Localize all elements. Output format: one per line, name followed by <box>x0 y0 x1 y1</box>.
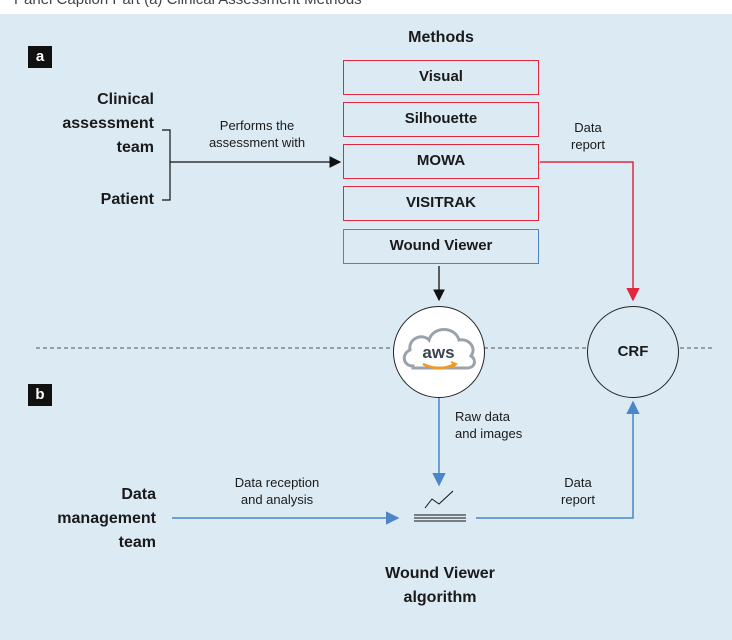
panel-a-badge: a <box>28 46 52 68</box>
data-management-team-label: Data management team <box>57 486 156 551</box>
clinical-team-label: Clinical assessment team <box>62 91 154 156</box>
aws-label: aws <box>422 343 455 362</box>
top-caption-strip: Panel Caption Part (a) Clinical Assessme… <box>0 0 732 14</box>
data-report-label-top: Data report <box>571 120 605 152</box>
performs-label: Performs the assessment with <box>208 118 306 150</box>
method-visitrak: VISITRAK <box>343 186 539 221</box>
aws-cloud-icon <box>402 327 476 369</box>
data-reception-label: Data reception and analysis <box>234 475 320 507</box>
method-wound-viewer: Wound Viewer <box>343 229 539 264</box>
wound-viewer-algorithm-label: Wound Viewer algorithm <box>385 565 495 606</box>
method-mowa: MOWA <box>343 144 539 179</box>
panel-b-badge: b <box>28 384 52 406</box>
team-bracket <box>162 129 171 201</box>
raw-data-label: Raw data and images <box>455 409 523 441</box>
data-report-arrow-top <box>540 161 640 302</box>
algorithm-icon <box>414 490 466 522</box>
aws-cloud-node: aws <box>393 306 485 398</box>
data-report-arrow-bottom <box>476 400 640 519</box>
patient-label: Patient <box>100 191 154 208</box>
top-caption-text: Panel Caption Part (a) Clinical Assessme… <box>14 0 362 8</box>
crf-node: CRF <box>587 306 679 398</box>
methods-title: Methods <box>408 29 474 46</box>
data-report-label-bottom: Data report <box>561 475 595 507</box>
method-silhouette: Silhouette <box>343 102 539 137</box>
method-visual: Visual <box>343 60 539 95</box>
